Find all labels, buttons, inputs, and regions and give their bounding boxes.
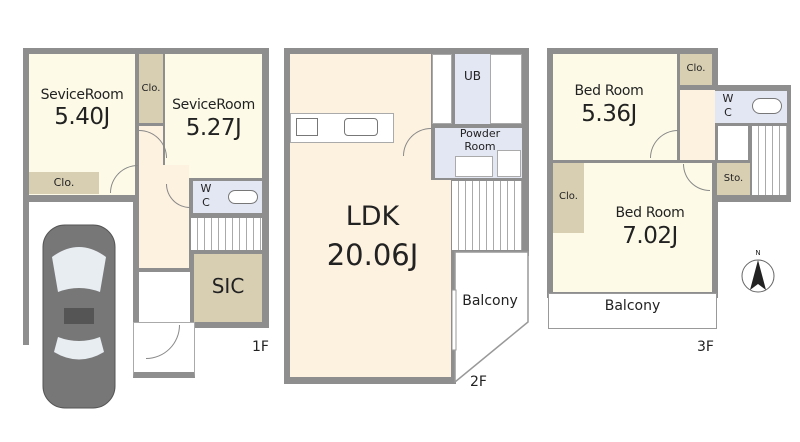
closet-b bbox=[139, 54, 163, 123]
washer-icon bbox=[497, 150, 521, 177]
entrance bbox=[139, 272, 190, 322]
floor-label-1f: 1F bbox=[252, 339, 269, 355]
closet-label: Clo. bbox=[559, 191, 578, 202]
kitchen-sink-icon bbox=[344, 118, 378, 136]
storage bbox=[717, 163, 750, 195]
wall bbox=[23, 195, 29, 345]
balcony-3f bbox=[548, 293, 717, 329]
stairs bbox=[452, 181, 522, 250]
room-size: 5.27J bbox=[185, 115, 242, 141]
floor-label-2f: 2F bbox=[470, 374, 487, 390]
stairs bbox=[191, 218, 262, 250]
balcony-label: Balcony bbox=[462, 293, 518, 309]
hall-3f bbox=[718, 126, 748, 160]
wc-label: W bbox=[722, 92, 734, 105]
ub-label: UB bbox=[463, 69, 481, 83]
room-name: LDK bbox=[345, 201, 400, 232]
car-icon bbox=[42, 224, 116, 409]
toilet-icon bbox=[752, 98, 782, 114]
room-name: Bed Room bbox=[615, 205, 685, 221]
closet-label: Clo. bbox=[686, 63, 706, 74]
room-name: SeviceRoom bbox=[40, 87, 124, 103]
stairs bbox=[752, 126, 787, 195]
room-size: 5.40J bbox=[54, 104, 110, 130]
toilet-icon bbox=[228, 190, 258, 204]
sic bbox=[194, 254, 262, 322]
closet-a bbox=[680, 54, 712, 85]
powder-room-label: Room bbox=[464, 140, 496, 153]
sic-label: SIC bbox=[211, 274, 245, 298]
hall bbox=[680, 90, 715, 160]
wc-label: C bbox=[724, 106, 732, 119]
service-room-b bbox=[165, 54, 262, 178]
room-name: Bed Room bbox=[574, 83, 644, 99]
service-room-a bbox=[29, 54, 135, 195]
storage-label: Sto. bbox=[723, 173, 744, 184]
compass: N bbox=[738, 249, 778, 296]
bathtub-icon bbox=[490, 54, 522, 124]
unit-bath bbox=[455, 54, 490, 124]
wc-label: W bbox=[200, 182, 212, 195]
balcony-2f bbox=[452, 251, 529, 384]
room-size: 20.06J bbox=[326, 238, 419, 272]
floor-label-3f: 3F bbox=[697, 339, 714, 355]
closet-label: Clo. bbox=[141, 83, 161, 94]
compass-north-label: N bbox=[755, 249, 761, 257]
sink-icon bbox=[455, 156, 493, 177]
ldk bbox=[290, 54, 431, 377]
north-arrow-icon bbox=[741, 259, 775, 293]
hall bbox=[139, 165, 189, 268]
room-name: SeviceRoom bbox=[172, 97, 255, 113]
room-size: 5.36J bbox=[581, 101, 637, 127]
stove-icon bbox=[296, 118, 318, 136]
room-size: 7.02J bbox=[622, 223, 678, 249]
ldk bbox=[431, 180, 451, 377]
shelf bbox=[432, 54, 452, 124]
closet-b bbox=[553, 163, 584, 233]
powder-room-label: Powder bbox=[459, 127, 501, 140]
balcony-label: Balcony bbox=[604, 298, 661, 314]
closet-label: Clo. bbox=[53, 176, 75, 189]
wc-label: C bbox=[202, 196, 210, 209]
closet-a bbox=[29, 172, 99, 194]
